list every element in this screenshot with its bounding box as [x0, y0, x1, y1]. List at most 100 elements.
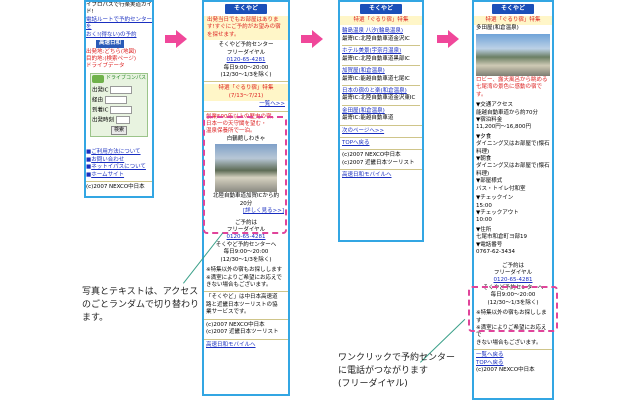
callout-left-1: のごとランダムで切り替わり: [82, 300, 200, 311]
top-link[interactable]: TOPへ戻る: [342, 140, 370, 147]
hotel-link-0[interactable]: 輪島温泉 八汐(輪島温泉): [342, 28, 404, 35]
departure-time-select[interactable]: [115, 115, 130, 124]
checkin-0: ▼チェックイン: [476, 195, 514, 202]
checkin-2: ▼チェックアウト: [476, 210, 519, 217]
callout-call-text: ワンクリックで予約センター に電話がつながります (フリーダイヤル): [338, 352, 468, 391]
meal-0: ▼夕食: [476, 133, 492, 140]
meal-1: ダイニング又はお部屋で(懐石: [476, 141, 550, 148]
callout-right-0: ワンクリックで予約センター: [338, 353, 456, 363]
intro-line-1: す!すぐにご予約がお望みの宿: [207, 24, 281, 31]
callout-photo-text: 写真とテキストは、アクセス のごとランダムで切り替わり ます。: [82, 286, 212, 325]
list-link[interactable]: 一覧へ>>: [259, 101, 285, 108]
to-ic-select[interactable]: [110, 105, 133, 114]
hotel-photo: [476, 33, 550, 76]
callout-left-0: 写真とテキストは、アクセス: [82, 287, 199, 297]
hotel-link-4[interactable]: 金田屋(和倉温泉): [342, 107, 385, 114]
reserve2-line-0: ご予約は: [234, 219, 257, 226]
copyright-nexco: (c)2007 NEXCO中日本: [342, 152, 401, 159]
bottom-link-1[interactable]: ■お問い合わせ: [86, 156, 125, 163]
note-2: きない場合もございます。: [206, 281, 272, 288]
mobile-link[interactable]: 高速日和モバイルへ: [342, 172, 392, 179]
reserve-center-name: そくやど予約センター: [218, 42, 274, 49]
callout-left-2: ます。: [82, 313, 109, 324]
reserve-phone[interactable]: 0120-65-4281: [493, 277, 533, 284]
search-button[interactable]: 検索: [110, 126, 127, 136]
reserve-highlight-box: [468, 286, 558, 332]
phone-screen-top-menu: イプロパスで行楽実道ガイド! 電話ルートで予約センターを おく!(得ない)の予約…: [84, 0, 154, 198]
sokuyado-logo: そくやど: [225, 4, 267, 14]
via-label: 経由: [92, 97, 104, 104]
reserve2-line-5: (12/30〜1/3を除く): [220, 256, 272, 263]
detail-link[interactable]: [詳しく見る>>]: [242, 208, 284, 215]
hotel-info-3: 最寄IC:北陸自動車道金沢東IC: [342, 95, 416, 102]
sokuyado-logo: そくやど: [492, 4, 534, 14]
free-dial-number[interactable]: 0120-65-4281: [226, 57, 266, 64]
note-1: ※満室によりご希望にお応えで: [476, 324, 547, 339]
screen1-copyright: (c)2007 NEXCO中日本: [86, 183, 145, 190]
hotel-link-3[interactable]: 日本の宿のと楽(和倉温泉): [342, 87, 407, 94]
blurb-line-1: 日本一の天守閣を望む・: [206, 121, 267, 128]
hotel-info-2: 最寄IC:能越自動車道七尾IC: [342, 75, 410, 82]
access-0: ▼交通アクセス: [476, 102, 513, 109]
screen1-link-1[interactable]: おく!(得ない)の予約: [86, 31, 137, 38]
lobby-note-0: ロビー、露天風呂から眺める: [476, 76, 548, 83]
list-link[interactable]: 一覧へ戻る: [476, 352, 504, 359]
note-0: ※特集以外の宿もお探しします: [476, 310, 547, 324]
hotel-info-0: 最寄IC:北陸自動車道金沢IC: [342, 35, 410, 42]
screen1-route-line-0[interactable]: 出発地:どちら(地図): [86, 48, 137, 55]
hotel-link-2[interactable]: 加賀屋(和倉温泉): [342, 68, 385, 75]
feature-header: 特選「ぐるり宿」特集: [474, 16, 552, 26]
screen1-route-line-2[interactable]: ドライブデータ: [86, 63, 125, 70]
feature-header: 特選「ぐるり宿」特集: [340, 16, 422, 26]
next-page-link[interactable]: 次のページへ>>: [342, 127, 385, 134]
photo-title: 白鶴館しわきゃ: [226, 135, 266, 142]
feature-title: 特選「ぐるり宿」特集: [218, 85, 274, 92]
bottom-link-2[interactable]: ■ネットイパスについて: [86, 164, 146, 171]
meal-5: 料理): [476, 170, 490, 177]
meal-7: バス・トイレ付和室: [476, 185, 526, 192]
to-ic-label: 到着IC: [92, 107, 109, 114]
meal-2: 料理): [476, 148, 490, 155]
copyright-nexco: (c)2007 NEXCO中日本: [476, 367, 535, 374]
reserve-line-4: 毎日9:00〜20:00: [490, 292, 536, 299]
lobby-note-1: 七尾湾の景色に感動の宿です。: [476, 84, 543, 98]
hours: 毎日9:00〜20:00: [223, 64, 269, 71]
photo-caption-0: 北陸自動車道加賀ICから約: [213, 193, 279, 200]
about-1: 路と近畿日本ツーリストの協: [206, 301, 278, 308]
about-0: 「そくやど」は中日本高速道: [206, 294, 278, 301]
intro-line-2: を探せます。: [207, 31, 240, 38]
callout-right-2: (フリーダイヤル): [338, 379, 408, 390]
meal-6: ▼部屋様式: [476, 178, 503, 185]
from-ic-select[interactable]: [110, 85, 133, 94]
address-0: ▼住所: [476, 226, 492, 233]
callout-right-1: に電話がつながります: [338, 366, 429, 377]
phone-screen-feature-list: そくやど 特選「ぐるり宿」特集 輪島温泉 八汐(輪島温泉) 最寄IC:北陸自動車…: [338, 0, 424, 242]
screen1-link-0[interactable]: 電話ルートで予約センターを: [86, 16, 153, 31]
reserve-line-1: フリーダイヤル: [493, 269, 533, 276]
from-ic-label: 出発IC: [92, 87, 109, 94]
bottom-link-3[interactable]: ■ホームサイト: [86, 171, 125, 178]
address-1: 七尾市和倉町ヨ部19: [476, 234, 527, 241]
screen1-title: イプロパスで行楽実道ガイド!: [86, 2, 153, 16]
via-select[interactable]: [104, 95, 127, 104]
hotel-link-1[interactable]: ホテル美景(宇奈月温泉): [342, 48, 402, 55]
checkin-3: 10:00: [476, 217, 492, 224]
checkin-1: 15:00: [476, 202, 492, 209]
screen1-route-line-1[interactable]: 目的地:(検索ページ): [86, 55, 137, 62]
photo-highlight-box: [203, 116, 287, 234]
reserve2-phone[interactable]: 0120-65-4281: [226, 234, 266, 241]
mobile-link[interactable]: 高速日和モバイルへ: [206, 341, 256, 348]
about-2: 業サービスです。: [206, 309, 250, 316]
drive-compass-panel: ドライブコンパス 出発IC 経由 到着IC 出発時刻 検索: [90, 72, 148, 138]
copyright-knt: (c)2007 近畿日本ツーリスト: [206, 329, 279, 336]
bottom-link-0[interactable]: ■ご利用方法について: [86, 149, 141, 156]
access-2: ▼宿泊料金: [476, 116, 503, 123]
feature-period: (7/13〜7/21): [228, 92, 264, 99]
departure-time-label: 出発時刻: [92, 117, 115, 124]
drive-compass-label: ドライブコンパス: [106, 75, 147, 82]
free-dial-label: フリーダイヤル: [226, 49, 266, 56]
hotel-info-1: 最寄IC:北陸自動車道黒部IC: [342, 55, 410, 62]
screen1-small-logo: 高速日和: [96, 40, 125, 48]
reserve2-line-1: フリーダイヤル: [226, 227, 266, 234]
top-link[interactable]: TOPへ戻る: [476, 359, 504, 366]
